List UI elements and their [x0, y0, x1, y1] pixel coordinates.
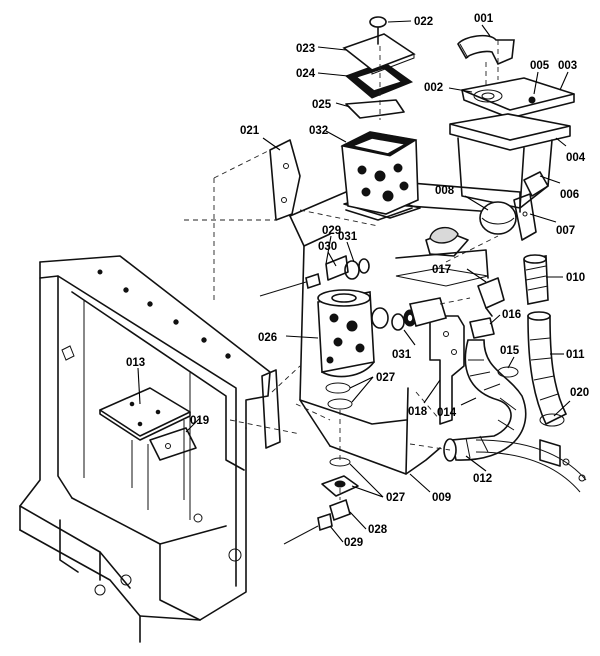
clamp-015 — [497, 366, 519, 378]
callout-027-upper: 027 — [376, 372, 395, 384]
callout-022: 022 — [414, 16, 433, 28]
callout-031-lower: 031 — [392, 349, 412, 361]
callout-008: 008 — [435, 185, 455, 197]
callout-029-lower: 029 — [344, 537, 363, 549]
callout-016: 016 — [502, 309, 521, 321]
fitting-028 — [329, 498, 351, 522]
knob-022 — [369, 16, 387, 45]
hose-010 — [523, 254, 549, 305]
callout-027-lower: 027 — [386, 492, 405, 504]
callout-019: 019 — [190, 415, 209, 427]
fitting-030 — [325, 255, 349, 281]
callout-003: 003 — [558, 60, 577, 72]
outlet-fitting — [371, 297, 448, 329]
gasket-025 — [345, 99, 405, 119]
filter-element-026 — [317, 289, 375, 378]
callout-017: 017 — [432, 264, 451, 276]
gasket-027-upper — [325, 382, 353, 410]
callout-012: 012 — [473, 473, 492, 485]
callout-020: 020 — [570, 387, 589, 399]
filter-032 — [340, 131, 419, 221]
hose-014-012 — [443, 339, 527, 462]
callout-014: 014 — [437, 407, 457, 419]
cap-008 — [479, 201, 517, 235]
callout-009: 009 — [432, 492, 451, 504]
callout-031-upper: 031 — [338, 231, 358, 243]
callout-006: 006 — [560, 189, 579, 201]
callout-001: 001 — [474, 13, 494, 25]
cover-023 — [342, 33, 416, 75]
clamp-016 — [469, 317, 495, 339]
bracket-007 — [513, 193, 537, 241]
callout-032: 032 — [309, 125, 328, 137]
hose-011 — [527, 311, 568, 426]
bracket-021 — [269, 139, 301, 221]
bracket-018 — [429, 315, 465, 425]
callout-023: 023 — [296, 43, 315, 55]
callout-leaders — [137, 20, 571, 543]
clamp-020 — [539, 413, 565, 427]
callout-021: 021 — [240, 125, 260, 137]
callout-010: 010 — [566, 272, 585, 284]
callout-004: 004 — [566, 152, 586, 164]
callout-026: 026 — [258, 332, 277, 344]
assembly-lines — [184, 40, 499, 500]
callout-labels: 001 002 003 004 005 006 007 008 009 010 … — [126, 13, 589, 549]
fitting-029-upper — [259, 272, 321, 297]
callout-028: 028 — [368, 524, 388, 536]
hood-curve — [475, 439, 587, 493]
callout-018: 018 — [408, 406, 428, 418]
callout-015: 015 — [500, 345, 520, 357]
fitting-029-lower — [283, 512, 333, 545]
pre-cleaner-assembly — [449, 34, 575, 209]
callout-025: 025 — [312, 99, 332, 111]
tractor-frame — [19, 255, 281, 643]
callout-011: 011 — [566, 349, 585, 361]
callout-029-upper: 029 — [322, 225, 341, 237]
clamp-017 — [477, 277, 505, 317]
callout-013: 013 — [126, 357, 145, 369]
callout-024: 024 — [296, 68, 316, 80]
gasket-031-upper — [344, 258, 370, 280]
callout-002: 002 — [424, 82, 443, 94]
callout-005: 005 — [530, 60, 550, 72]
callout-007: 007 — [556, 225, 575, 237]
mount-plate-013 — [99, 387, 197, 510]
callout-030: 030 — [318, 241, 337, 253]
